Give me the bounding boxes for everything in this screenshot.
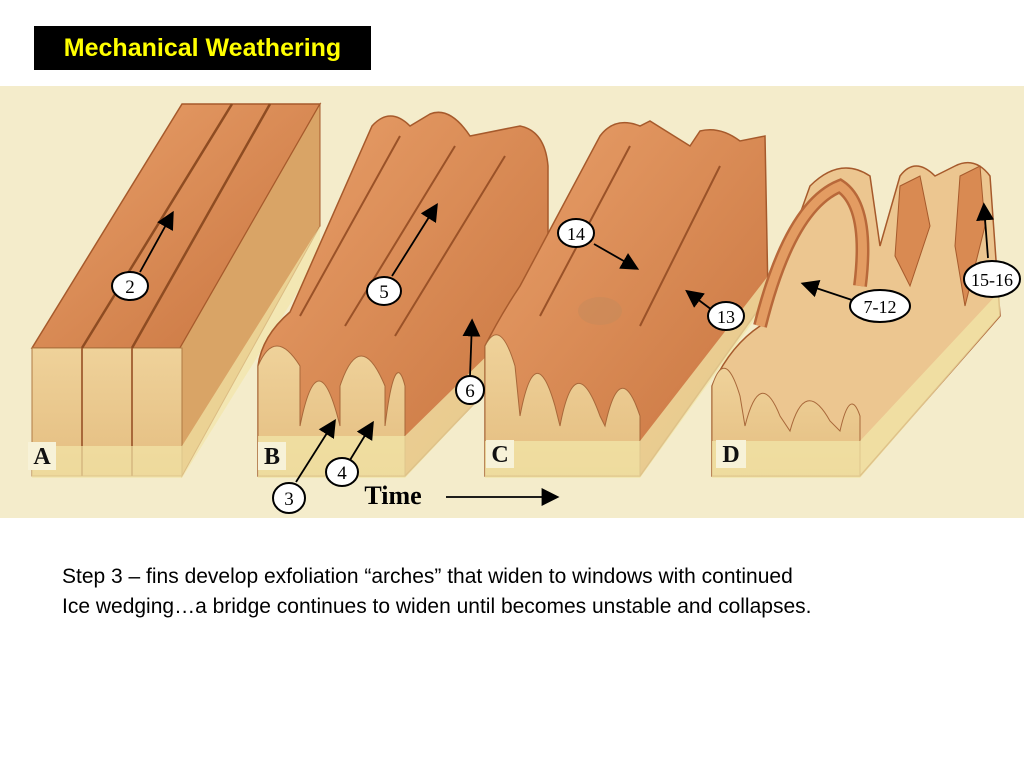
- arrow-2: [139, 210, 174, 273]
- callout-4: 4: [325, 457, 359, 487]
- arrow-13: [685, 289, 713, 311]
- callout-15-16: 15-16: [963, 260, 1021, 298]
- stage-label-d-bg: [716, 440, 746, 468]
- callout-6-label: 6: [465, 381, 475, 402]
- callout-14: 14: [557, 218, 595, 248]
- callout-13-label: 13: [717, 307, 735, 327]
- callout-7-12: 7-12: [849, 289, 911, 323]
- arrow-4: [349, 420, 374, 461]
- caption: Step 3 – fins develop exfoliation “arche…: [62, 562, 992, 622]
- time-label: Time: [364, 481, 421, 510]
- stage-label-d: D: [722, 442, 739, 468]
- stage-label-a-bg: [28, 442, 56, 470]
- arrow-3: [295, 418, 336, 483]
- stage-label-b-bg: [258, 442, 286, 470]
- arrow-14: [593, 243, 640, 270]
- callout-3: 3: [272, 482, 306, 514]
- callout-2-label: 2: [125, 277, 135, 298]
- caption-line-1: Step 3 – fins develop exfoliation “arche…: [62, 565, 793, 588]
- callout-5-label: 5: [379, 282, 389, 303]
- callout-13: 13: [707, 301, 745, 331]
- title-box: Mechanical Weathering: [34, 26, 371, 70]
- arrow-15-16: [976, 202, 995, 259]
- callout-3-label: 3: [284, 489, 294, 510]
- stage-label-c: C: [491, 442, 508, 468]
- callout-15-16-label: 15-16: [971, 270, 1013, 290]
- caption-line-2: Ice wedging…a bridge continues to widen …: [62, 595, 812, 618]
- callout-5: 5: [366, 276, 402, 306]
- block-a: [30, 102, 322, 478]
- callout-6: 6: [455, 375, 485, 405]
- arrow-5: [391, 202, 438, 277]
- stage-label-a: A: [33, 444, 51, 470]
- page-title: Mechanical Weathering: [63, 34, 342, 62]
- callout-14-label: 14: [567, 224, 585, 244]
- weathering-figure: A B C D 2 5 6 3 4 14: [0, 86, 1024, 518]
- callout-2: 2: [111, 271, 149, 301]
- arrow-6: [462, 318, 481, 377]
- stage-label-b: B: [264, 444, 280, 470]
- arrow-7-12: [800, 280, 853, 301]
- stage-label-c-bg: [486, 440, 514, 468]
- callout-4-label: 4: [337, 463, 347, 484]
- weathering-illustration: A B C D 2 5 6 3 4 14: [0, 86, 1024, 518]
- callout-arrows: [139, 202, 995, 506]
- callout-7-12-label: 7-12: [864, 297, 897, 317]
